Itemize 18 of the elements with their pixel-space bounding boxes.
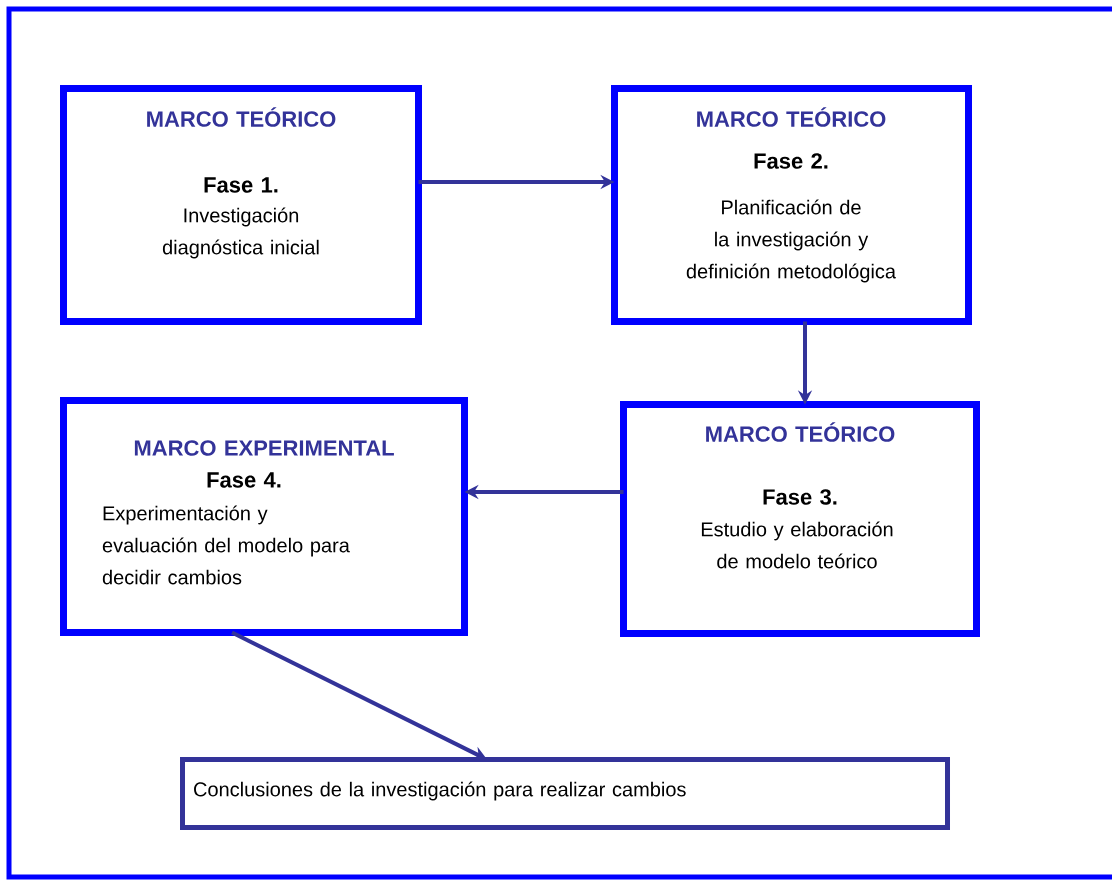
process-box bbox=[620, 401, 980, 637]
phase-label: Fase 1. bbox=[204, 177, 278, 193]
process-box bbox=[60, 85, 422, 325]
box-text: Investigación diagnóstica inicial bbox=[162, 207, 319, 259]
process-box bbox=[611, 85, 972, 325]
box-heading: MARCO EXPERIMENTAL bbox=[134, 440, 394, 456]
box-heading: MARCO TEÓRICO bbox=[706, 422, 895, 442]
phase-label: Fase 2. bbox=[754, 153, 828, 169]
box-text: Experimentación y evaluación del modelo para decidir cambios bbox=[102, 505, 350, 585]
box-text: Conclusiones de la investigación para realizar cambios bbox=[194, 781, 686, 801]
phase-label: Fase 4. bbox=[207, 472, 281, 488]
box-text: Planificación de la investigación y definición metodológica bbox=[686, 199, 896, 283]
phase-label: Fase 3. bbox=[763, 489, 837, 505]
process-box bbox=[180, 757, 950, 830]
box-text: Estudio y elaboración de modelo teórico bbox=[701, 521, 893, 569]
box-heading: MARCO TEÓRICO bbox=[147, 107, 336, 127]
box-heading: MARCO TEÓRICO bbox=[697, 107, 886, 127]
process-box bbox=[60, 397, 468, 636]
